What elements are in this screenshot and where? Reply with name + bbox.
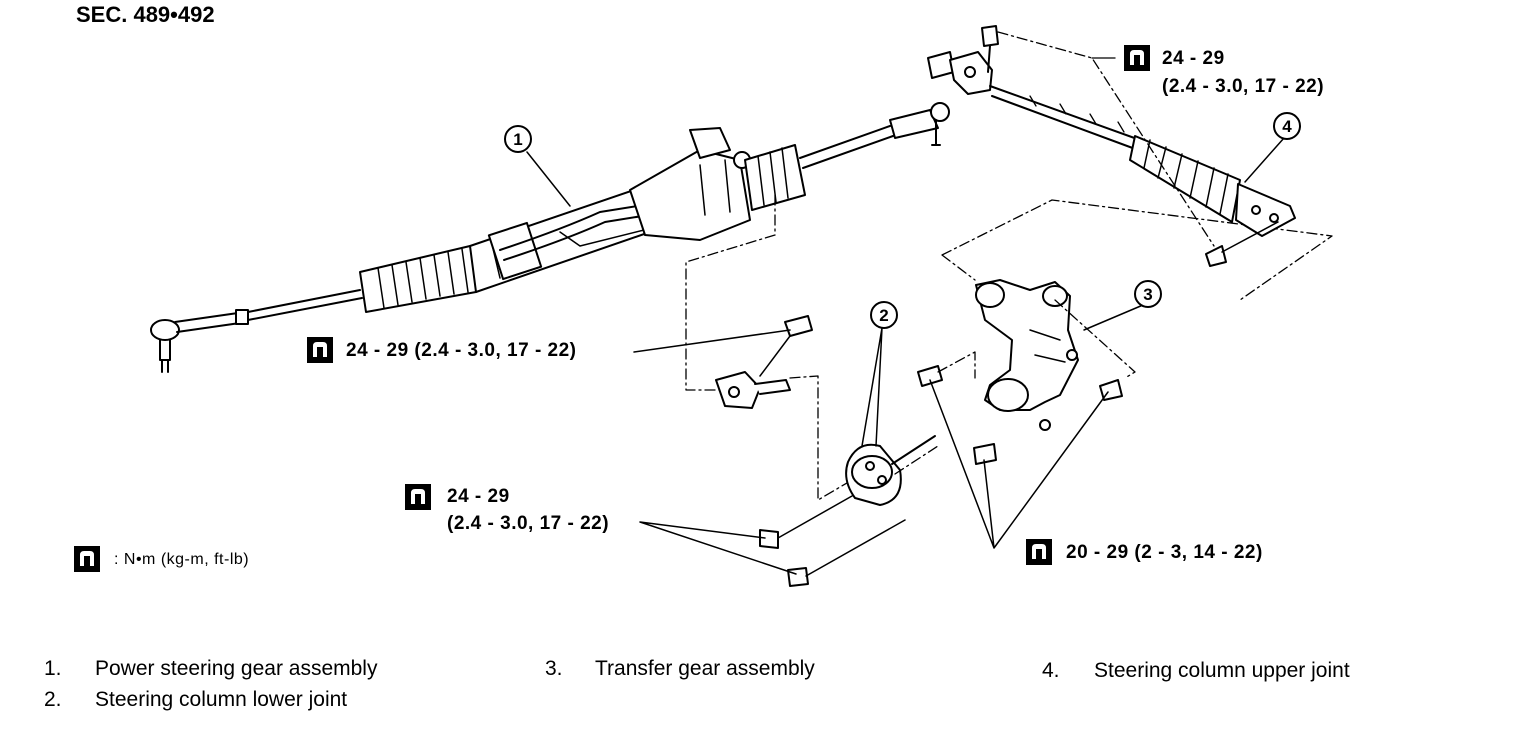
lower-joint-drawing: [715, 315, 939, 587]
callout-number-3: 3: [1143, 285, 1152, 304]
upper-joint-drawing: [927, 25, 1296, 267]
callout-circle-1: [504, 125, 532, 153]
callout-number-1: 1: [513, 130, 522, 149]
torque-lower-gear-line1: 24 - 29 (2.4 - 3.0, 17 - 22): [346, 340, 577, 361]
section-code: SEC. 489•492: [76, 2, 215, 27]
power-steering-gear-drawing: [150, 102, 950, 373]
parts-list-name: Transfer gear assembly: [595, 657, 815, 680]
torque-lower-transfer-line1: 24 - 29: [447, 486, 510, 507]
callout-circle-4: [1273, 112, 1301, 140]
parts-list-number: 3.: [545, 657, 563, 680]
parts-list-number: 4.: [1042, 659, 1060, 682]
torque-wrench-icon: [74, 546, 100, 572]
parts-list-name: Steering column lower joint: [95, 688, 348, 711]
parts-list-number: 2.: [44, 688, 62, 711]
transfer-gear-drawing: [917, 279, 1123, 465]
torque-wrench-icon: [1026, 539, 1052, 565]
callout-number-2: 2: [879, 306, 888, 325]
torque-upper-line1: 24 - 29: [1162, 48, 1225, 69]
callout-circle-3: [1134, 280, 1162, 308]
torque-transfer-line1: 20 - 29 (2 - 3, 14 - 22): [1066, 542, 1263, 563]
callout-circle-2: [870, 301, 898, 329]
torque-wrench-icon: [307, 337, 333, 363]
torque-wrench-icon: [1124, 45, 1150, 71]
parts-list-name: Steering column upper joint: [1094, 659, 1350, 682]
torque-upper-line2: (2.4 - 3.0, 17 - 22): [1162, 76, 1325, 97]
torque-lower-transfer-line2: (2.4 - 3.0, 17 - 22): [447, 513, 610, 534]
torque-wrench-icon: [405, 484, 431, 510]
unit-legend: : N•m (kg-m, ft-lb): [114, 551, 250, 568]
parts-list-number: 1.: [44, 657, 62, 680]
callout-number-4: 4: [1282, 117, 1292, 136]
parts-list-name: Power steering gear assembly: [95, 657, 378, 680]
